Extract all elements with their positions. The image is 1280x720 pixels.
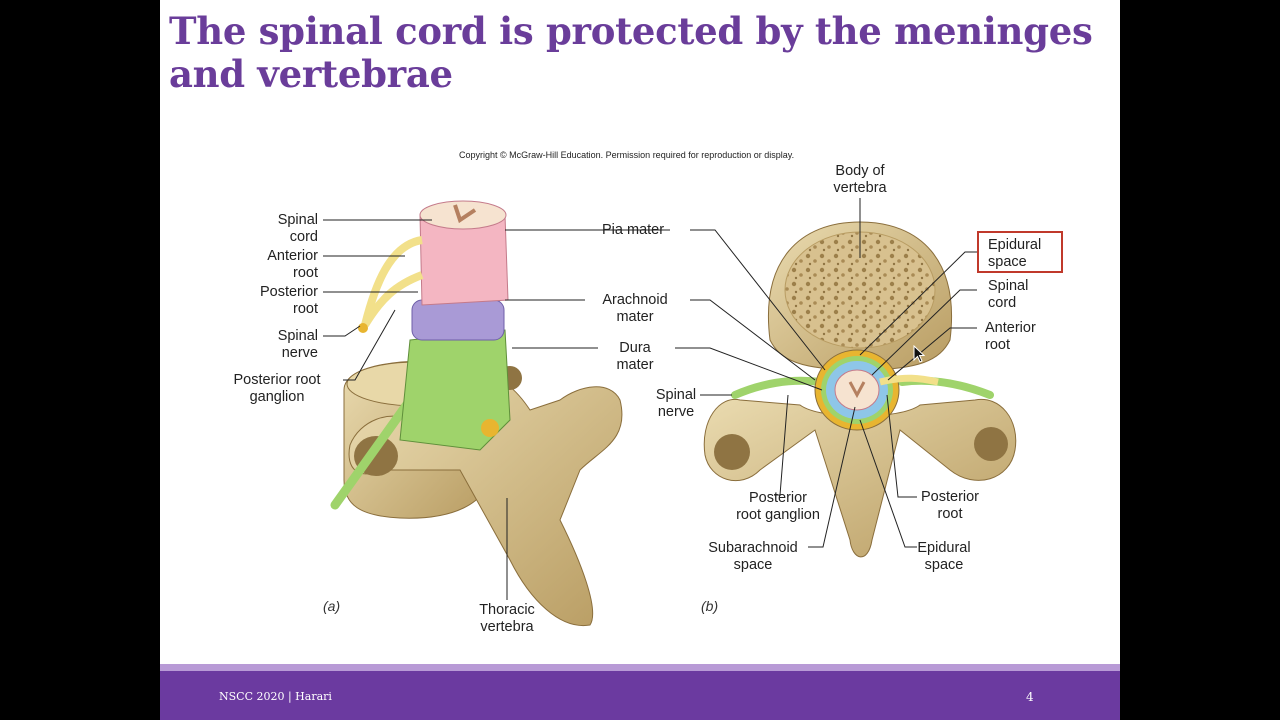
label-epidural-space-top: Epidural space — [988, 237, 1042, 270]
label-anterior-root-b: Anterior root — [985, 320, 1036, 353]
epidural-space-highlight-box — [977, 231, 1063, 273]
footer-stripe — [160, 664, 1120, 671]
panel-label-b: (b) — [701, 598, 719, 614]
diagram-a-drawing — [330, 200, 623, 627]
footer-bar: NSCC 2020 | Harari 4 — [160, 671, 1120, 720]
label-body-of-vertebra: Body of vertebra — [833, 163, 887, 196]
slide: The spinal cord is protected by the meni… — [160, 0, 1120, 720]
panel-label-a: (a) — [323, 598, 341, 614]
label-spinal-cord-a: Spinal cord — [277, 212, 318, 245]
copyright-notice: Copyright © McGraw-Hill Education. Permi… — [459, 150, 795, 160]
label-pia-mater: Pia mater — [602, 222, 665, 238]
label-spinal-cord-b: Spinal cord — [988, 278, 1029, 311]
label-subarachnoid-space: Subarachnoid space — [708, 540, 798, 573]
label-posterior-root-a: Posterior root — [259, 284, 318, 317]
label-posterior-root-b: Posterior root — [920, 489, 980, 522]
diagram-b-drawing — [703, 221, 1017, 558]
label-thoracic-vertebra: Thoracic vertebra — [479, 602, 535, 635]
mouse-cursor-icon — [913, 345, 925, 363]
label-arachnoid-mater: Arachnoid mater — [602, 292, 668, 325]
spinal-cord-illustration — [323, 198, 1017, 627]
slide-title: The spinal cord is protected by the meni… — [169, 9, 1093, 96]
page-number: 4 — [1026, 690, 1034, 704]
label-posterior-root-ganglion-b: Posterior root ganglion — [736, 490, 820, 523]
diagram-b-leader-lines — [675, 198, 977, 548]
footer-text: NSCC 2020 | Harari — [219, 690, 332, 703]
label-dura-mater: Dura mater — [616, 340, 654, 373]
diagram-a-leader-lines — [323, 219, 670, 600]
label-posterior-root-ganglion-a: Posterior root ganglion — [233, 372, 321, 405]
label-epidural-space-bottom: Epidural space — [917, 540, 971, 573]
label-spinal-nerve-b: Spinal nerve — [655, 387, 697, 420]
label-spinal-nerve-a: Spinal nerve — [277, 328, 318, 361]
label-anterior-root-a: Anterior root — [267, 248, 318, 281]
